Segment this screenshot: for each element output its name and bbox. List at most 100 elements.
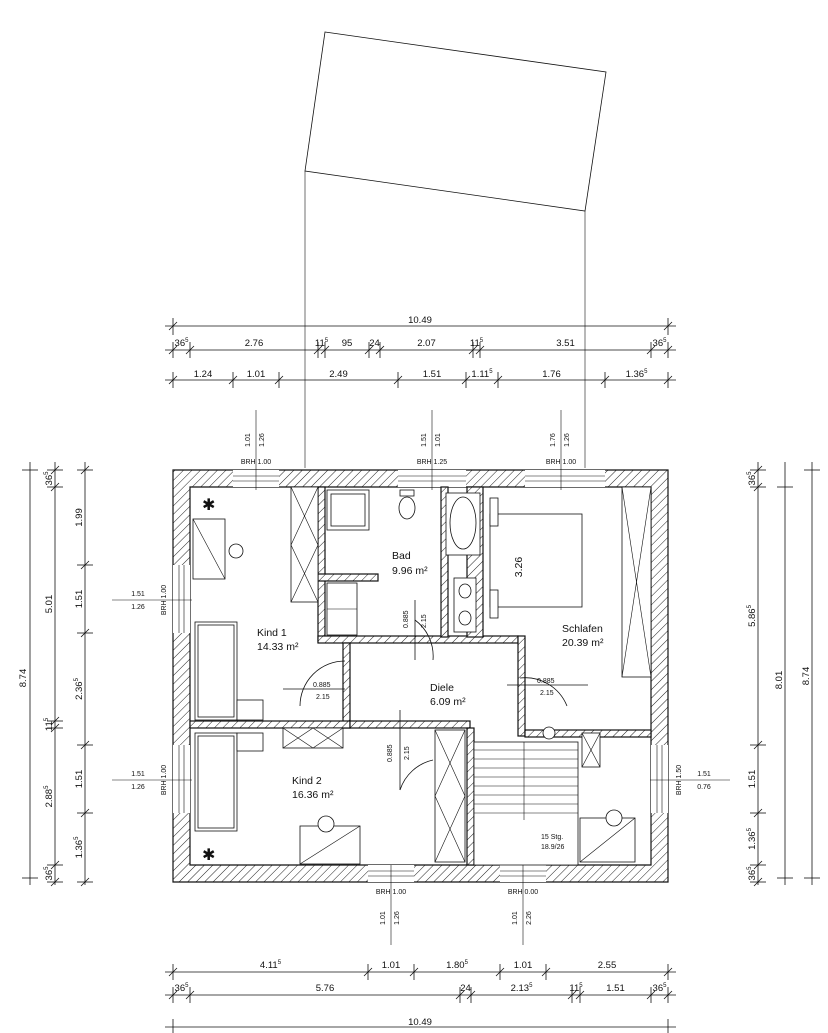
room-schlafen-area: 20.39 m² xyxy=(562,637,604,649)
room-kind2-name: Kind 2 xyxy=(292,775,322,787)
dim-tick-slash xyxy=(495,967,505,977)
win-top3-h: 1.26 xyxy=(564,433,571,447)
room-kind1-name: Kind 1 xyxy=(257,627,287,639)
dim-tick-slash xyxy=(50,465,60,475)
dim-tick-slash xyxy=(80,877,90,887)
win-top2-brh: BRH 1.25 xyxy=(417,459,447,466)
dim-tick-slash xyxy=(409,967,419,977)
win-left1-w: 1.51 xyxy=(131,591,145,598)
top-row3-dim-0: 1.24 xyxy=(194,369,213,380)
stairs-ratio: 18.9/26 xyxy=(541,844,564,851)
bed-dimension: 3.26 xyxy=(513,557,525,578)
bottom-row2-dim-0: 365 xyxy=(175,983,190,994)
dim-tick-slash xyxy=(567,990,577,1000)
left-mid-dim-4: 365 xyxy=(44,866,55,881)
bottom-row2-dim-5: 1.51 xyxy=(606,983,625,994)
win-bot1-h: 1.26 xyxy=(394,911,401,925)
dim-tick-slash xyxy=(753,877,763,887)
plant-icon: ✱ xyxy=(202,497,215,514)
stairs-steps: 15 Stg. xyxy=(541,834,563,841)
door2-height: 2.15 xyxy=(421,614,428,628)
top-row2-dim-8: 365 xyxy=(653,338,668,349)
top-row2-dim-1: 2.76 xyxy=(245,338,264,349)
dim-tick-slash xyxy=(541,967,551,977)
toilet xyxy=(398,496,416,520)
dim-tick-slash xyxy=(168,345,178,355)
left-mid-dim-2: 115 xyxy=(44,717,55,731)
outer-walls xyxy=(172,469,669,883)
bottom-row1-dim-3: 1.01 xyxy=(514,960,533,971)
dim-tick-slash xyxy=(663,345,673,355)
dim-tick-slash xyxy=(663,967,673,977)
right-inner-dim-1: 5.865 xyxy=(747,604,758,627)
door2-width: 0.885 xyxy=(403,610,410,628)
dim-tick-slash xyxy=(493,375,503,385)
top-row3-dim-1: 1.01 xyxy=(247,369,266,380)
win-left1-h: 1.26 xyxy=(131,604,145,611)
win-right1-h: 0.76 xyxy=(697,784,711,791)
bottom-row2-dim-4: 115 xyxy=(569,983,583,994)
doors xyxy=(283,600,588,791)
win-left2-h: 1.26 xyxy=(131,784,145,791)
win-bot2-brh: BRH 0.00 xyxy=(508,889,538,896)
dim-tick-slash xyxy=(363,967,373,977)
dim-tick-slash xyxy=(364,345,374,355)
dim-tick-slash xyxy=(455,990,465,1000)
left-inner-dim-4: 1.365 xyxy=(74,836,85,859)
top-row2-dim-7: 3.51 xyxy=(556,338,575,349)
dim-tick-slash xyxy=(753,465,763,475)
dim-tick-slash xyxy=(274,375,284,385)
room-labels: Bad 9.96 m² Kind 1 14.33 m² Schlafen 20.… xyxy=(257,550,604,851)
top-row3-dim-4: 1.115 xyxy=(471,369,493,380)
bottom-row2-dim-3: 2.135 xyxy=(511,983,534,994)
dim-tick-slash xyxy=(475,345,485,355)
win-bot2-w: 1.01 xyxy=(512,911,519,925)
win-bot1-w: 1.01 xyxy=(380,911,387,925)
top-row3-dim-2: 2.49 xyxy=(329,369,348,380)
dim-tick-slash xyxy=(50,860,60,870)
bottom-row1-dim-1: 1.01 xyxy=(382,960,401,971)
dim-tick-slash xyxy=(185,345,195,355)
dim-tick-slash xyxy=(600,375,610,385)
kind2-shelf xyxy=(282,727,344,749)
top-row3-dim-5: 1.76 xyxy=(542,369,561,380)
bottom-row1-dim-2: 1.805 xyxy=(446,960,469,971)
left-total-dim: 8.74 xyxy=(18,669,29,688)
furniture: ✱ ✱ xyxy=(192,486,652,866)
win-left2-w: 1.51 xyxy=(131,771,145,778)
bottom-row2-dim-1: 5.76 xyxy=(316,983,335,994)
room-bad-name: Bad xyxy=(392,550,411,562)
dim-tick-slash xyxy=(168,990,178,1000)
roof-outline xyxy=(304,31,607,468)
kind1-chair xyxy=(228,543,244,559)
dim-tick-slash xyxy=(50,716,60,726)
win-top3-brh: BRH 1.00 xyxy=(546,459,576,466)
window-openings xyxy=(173,470,668,882)
left-inner-dim-1: 1.51 xyxy=(74,590,85,609)
kind2-wardrobe xyxy=(434,729,466,863)
top-total-dim: 10.49 xyxy=(408,315,432,326)
dim-tick-slash xyxy=(753,808,763,818)
room-diele-area: 6.09 m² xyxy=(430,696,466,708)
dim-tick-slash xyxy=(50,482,60,492)
win-bot1-brh: BRH 1.00 xyxy=(376,889,406,896)
left-inner-dim-2: 2.365 xyxy=(74,677,85,700)
win-top1-w: 1.01 xyxy=(245,433,252,447)
win-top2-h: 1.01 xyxy=(435,433,442,447)
door4-width: 0.885 xyxy=(387,744,394,762)
win-bot2-h: 2.26 xyxy=(526,911,533,925)
top-row3-dim-6: 1.365 xyxy=(626,369,649,380)
dim-tick-slash xyxy=(50,877,60,887)
staircase xyxy=(473,726,579,866)
dim-tick-slash xyxy=(80,628,90,638)
win-left2-brh: BRH 1.00 xyxy=(161,765,168,795)
bottom-row2-dim-6: 365 xyxy=(653,983,668,994)
room-kind2-area: 16.36 m² xyxy=(292,789,334,801)
right-inner-dim-3: 1.365 xyxy=(747,827,758,850)
dim-tick-slash xyxy=(753,860,763,870)
dim-tick-slash xyxy=(375,345,385,355)
window-labels: BRH 1.00 1.01 1.26 BRH 1.25 1.51 1.01 BR… xyxy=(112,410,730,945)
dim-tick-slash xyxy=(393,375,403,385)
win-top1-h: 1.26 xyxy=(259,433,266,447)
